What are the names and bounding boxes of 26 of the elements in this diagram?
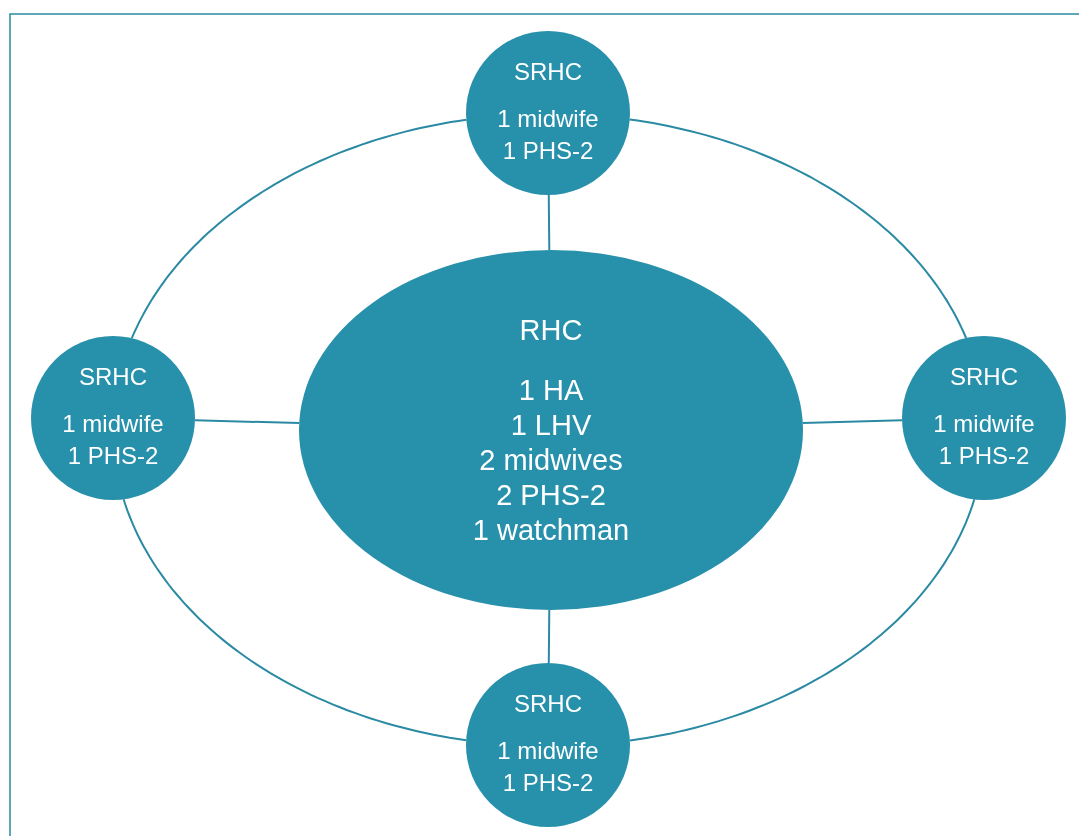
staff-line: 1 PHS-2 [67,441,159,472]
connector-line [801,419,904,424]
connector-line [130,118,468,340]
staff-line: 1 midwife [497,104,599,134]
staff-line: 1 HA [518,373,584,409]
node-heading: SRHC [514,690,582,719]
staff-line: 1 midwife [933,409,1035,439]
staff-line: 1 PHS-2 [502,768,594,799]
staff-line: 1 midwife [62,409,164,439]
node-heading: RHC [519,312,583,348]
staff-line: 1 watchman [472,512,630,548]
staff-line: 1 midwife [497,736,599,766]
connector-line [193,419,301,425]
staff-line: 1 PHS-2 [938,441,1030,472]
node-heading: SRHC [79,363,147,392]
staff-line: 1 PHS-2 [502,136,594,167]
connector-line [547,194,551,251]
connector-line [547,609,551,664]
node-heading: SRHC [950,363,1018,392]
connector-line [628,118,968,339]
staff-line: 2 PHS-2 [496,477,606,513]
connector-line [628,498,976,742]
node-heading: SRHC [514,58,582,87]
staff-line: 2 midwives [479,443,623,478]
connector-line [122,498,468,742]
staff-line: 1 LHV [510,408,592,443]
